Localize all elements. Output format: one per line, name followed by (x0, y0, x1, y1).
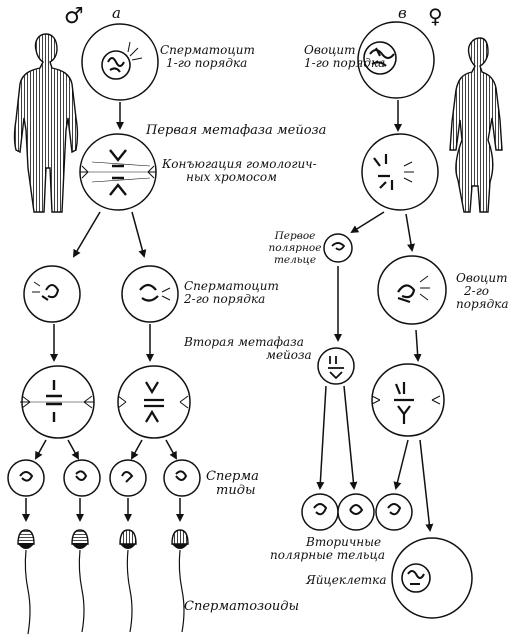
label-line: Овоцит (304, 43, 356, 57)
second-polar-body (337, 493, 375, 531)
label-metaphase-2: Вторая метафаза мейоза (184, 336, 312, 362)
arrow (343, 385, 358, 490)
arrow (72, 211, 101, 258)
spermatozoon (71, 529, 89, 633)
metaphase-2-male-left (20, 365, 95, 439)
panel-label-a: а (112, 4, 121, 22)
metaphase-2-polar (317, 347, 355, 385)
second-polar-body (375, 493, 413, 531)
arrow (419, 439, 434, 532)
arrow (405, 213, 415, 252)
metaphase-2-female (371, 363, 445, 437)
label-spermatozoa: Сперматозоиды (184, 599, 300, 614)
label-line: полярные тельца (270, 548, 385, 562)
arrow (67, 439, 79, 460)
male-symbol: ♂ (64, 4, 84, 29)
spermatid (7, 459, 45, 497)
label-line: Вторичные (306, 535, 382, 549)
arrow (131, 211, 147, 258)
label-line: 1-го порядка (304, 56, 386, 70)
arrow (350, 211, 385, 234)
label-line: полярное (268, 242, 322, 254)
label-spermatocyte-1: Сперматоцит 1-го порядка (160, 44, 255, 70)
label-line: порядка (456, 297, 509, 311)
spermatozoon (171, 529, 189, 633)
egg-cell (391, 537, 473, 619)
metaphase-1-male (79, 133, 157, 211)
spermatozoon (119, 529, 137, 633)
metaphase-2-male-right (117, 365, 191, 439)
label-line: Сперма (206, 469, 259, 484)
label-line: 2-го порядка (184, 292, 266, 306)
metaphase-1-female (361, 133, 439, 211)
label-line: 2-го (464, 284, 489, 298)
label-oocyte-2: Овоцит 2-го порядка (456, 272, 509, 311)
first-polar-body (323, 233, 353, 263)
female-symbol: ♀ (428, 4, 443, 28)
label-line: Овоцит (456, 271, 508, 285)
oocyte-2 (377, 255, 447, 325)
label-line: ных хромосом (186, 170, 278, 184)
label-line: Конъюгация гомологич- (162, 157, 317, 171)
arrow (131, 439, 143, 460)
label-line: Сперматоцит (160, 43, 255, 57)
spermatocyte-1 (81, 23, 159, 101)
spermatid (109, 459, 147, 497)
second-polar-body (301, 493, 339, 531)
label-oocyte-1: Овоцит 1-го порядка (304, 44, 385, 70)
label-line: Первое (274, 230, 316, 242)
label-first-polar-body: Первое полярное тельце (262, 230, 328, 266)
arrow (165, 439, 177, 460)
spermatocyte-2-right (121, 265, 179, 323)
spermatid (163, 459, 201, 497)
label-line: тиды (216, 483, 256, 498)
spermatid (63, 459, 101, 497)
label-line: 1-го порядка (166, 56, 248, 70)
label-line: мейоза (266, 348, 312, 362)
arrow (413, 329, 422, 362)
male-silhouette (13, 33, 79, 213)
label-line: Сперматоцит (184, 279, 279, 293)
spermatozoon (17, 529, 35, 635)
oocyte-1 (357, 21, 435, 99)
panel-label-b: в (398, 4, 407, 22)
label-spermatids: Сперма тиды (206, 470, 259, 498)
label-line: Вторая метафаза (184, 335, 304, 349)
spermatocyte-2-left (23, 265, 81, 323)
label-metaphase-1: Первая метафаза мейоза (146, 123, 327, 138)
label-secondary-polar-bodies: Вторичные полярные тельца (270, 536, 385, 562)
arrow (393, 439, 409, 490)
label-egg: Яйцеклетка (306, 573, 387, 587)
female-silhouette (449, 37, 503, 213)
arrow (35, 439, 47, 460)
label-conjugation: Конъюгация гомологич- ных хромосом (162, 158, 317, 184)
label-spermatocyte-2: Сперматоцит 2-го порядка (184, 280, 279, 306)
arrow (316, 385, 327, 490)
label-line: тельце (273, 254, 317, 266)
